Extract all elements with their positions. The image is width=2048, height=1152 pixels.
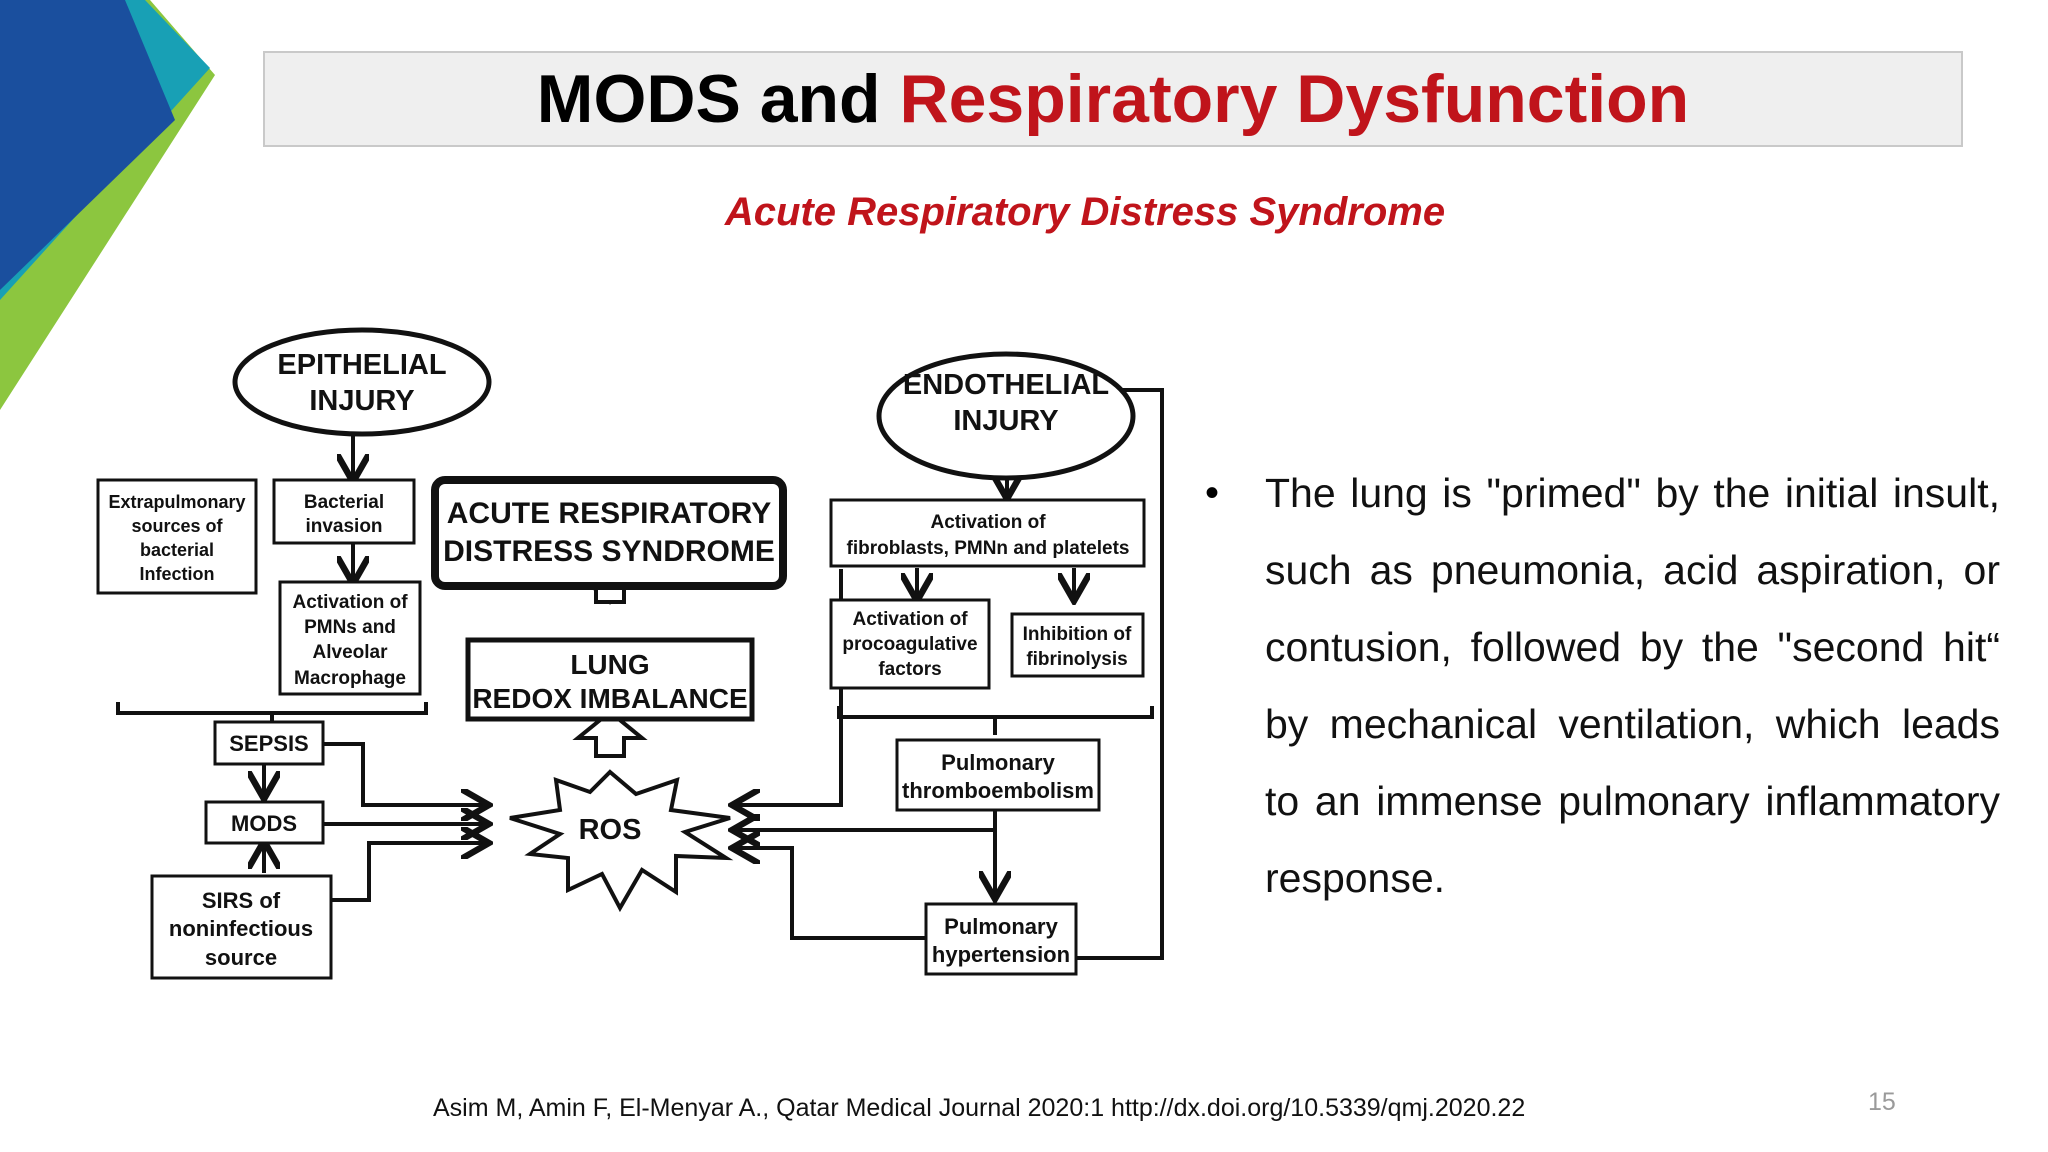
left-bracket: [116, 702, 428, 715]
sirs-line1: SIRS of: [202, 888, 281, 913]
endothelial-line2: INJURY: [953, 405, 1058, 437]
sepsis-label: SEPSIS: [229, 731, 308, 756]
endothelial-injury-node: [876, 351, 1136, 481]
corner-logo-decoration: [0, 0, 215, 410]
sirs-line3: source: [205, 945, 277, 970]
procoag-line2: procoagulative: [842, 634, 977, 655]
fibroblasts-line1: Activation of: [930, 512, 1046, 533]
activation-procoag-box: [829, 598, 991, 690]
pmns-line2: PMNs and: [304, 617, 396, 638]
right-bracket: [837, 706, 1154, 719]
redox-line1: LUNG: [570, 649, 649, 680]
epithelial-injury-node: [232, 327, 492, 437]
mods-box: [204, 800, 325, 845]
bullet-text: The lung is "primed" by the initial insu…: [1265, 470, 2000, 901]
endothelial-line1: ENDOTHELIAL: [903, 369, 1109, 401]
bullet-point-icon: •: [1205, 471, 1220, 515]
hypertension-line1: Pulmonary: [944, 914, 1058, 939]
pmns-line4: Macrophage: [294, 668, 406, 689]
procoag-line1: Activation of: [852, 609, 968, 630]
pmns-line3: Alveolar: [313, 642, 389, 663]
title-bar: MODS and Respiratory Dysfunction: [263, 51, 1963, 147]
sirs-box: [150, 874, 333, 980]
page-number: 15: [1868, 1088, 1896, 1116]
ros-starburst: [509, 769, 734, 913]
ros-label: ROS: [579, 814, 642, 846]
slide-title: MODS and Respiratory Dysfunction: [537, 60, 1689, 138]
sepsis-box: [213, 720, 325, 766]
ards-pathway-diagram: EPITHELIAL INJURY ENDOTHELIAL INJURY Ext…: [96, 327, 1164, 980]
extrapulmonary-box: [96, 478, 258, 595]
inhibition-fibrinolysis-box: [1010, 612, 1145, 678]
citation: Asim M, Amin F, El-Menyar A., Qatar Medi…: [433, 1094, 1526, 1122]
procoag-line3: factors: [878, 659, 941, 680]
extrapulmonary-line1: Extrapulmonary: [108, 492, 245, 512]
epithelial-line2: INJURY: [309, 385, 414, 417]
title-part-black: MODS and: [536, 61, 881, 137]
bacterial-line1: Bacterial: [304, 492, 384, 513]
arrow-sepsis-to-ros: [323, 742, 485, 805]
sirs-line2: noninfectious: [169, 916, 313, 941]
extrapulmonary-line4: Infection: [140, 564, 215, 584]
bullet-item: • The lung is "primed" by the initial in…: [1205, 455, 2000, 917]
thromboembolism-line1: Pulmonary: [941, 750, 1055, 775]
arrow-sirs-to-ros: [331, 843, 485, 902]
hypertension-line2: hypertension: [932, 942, 1070, 967]
fibrinolysis-line1: Inhibition of: [1023, 624, 1132, 645]
thromboembolism-line2: thromboembolism: [902, 778, 1094, 803]
slide-subtitle: Acute Respiratory Distress Syndrome: [724, 190, 1446, 234]
fibrinolysis-line2: fibrinolysis: [1026, 649, 1127, 670]
activation-pmns-box: [278, 580, 422, 696]
hollow-arrow-ros-to-redox: [572, 709, 648, 758]
ards-line2: DISTRESS SYNDROME: [443, 535, 775, 568]
pulmonary-thromboembolism-box: [895, 738, 1101, 812]
extrapulmonary-line3: bacterial: [140, 540, 214, 560]
title-part-red: Respiratory Dysfunction: [899, 61, 1690, 137]
fibroblasts-line2: fibroblasts, PMNn and platelets: [847, 538, 1130, 559]
mods-label: MODS: [231, 811, 297, 836]
ards-line1: ACUTE RESPIRATORY: [447, 497, 771, 530]
bullet-list: • The lung is "primed" by the initial in…: [1205, 455, 2000, 917]
bacterial-line2: invasion: [305, 516, 382, 537]
pmns-line1: Activation of: [292, 592, 408, 613]
pulmonary-hypertension-box: [924, 902, 1078, 976]
ards-box: [431, 476, 787, 590]
bacterial-invasion-box: [272, 478, 416, 545]
redox-line2: REDOX IMBALANCE: [472, 683, 747, 714]
extrapulmonary-line2: sources of: [131, 516, 223, 536]
epithelial-line1: EPITHELIAL: [277, 349, 446, 381]
lung-redox-box: [465, 637, 755, 722]
activation-fibroblasts-box: [829, 498, 1146, 568]
arrow-hypertension-to-ros: [736, 848, 926, 940]
